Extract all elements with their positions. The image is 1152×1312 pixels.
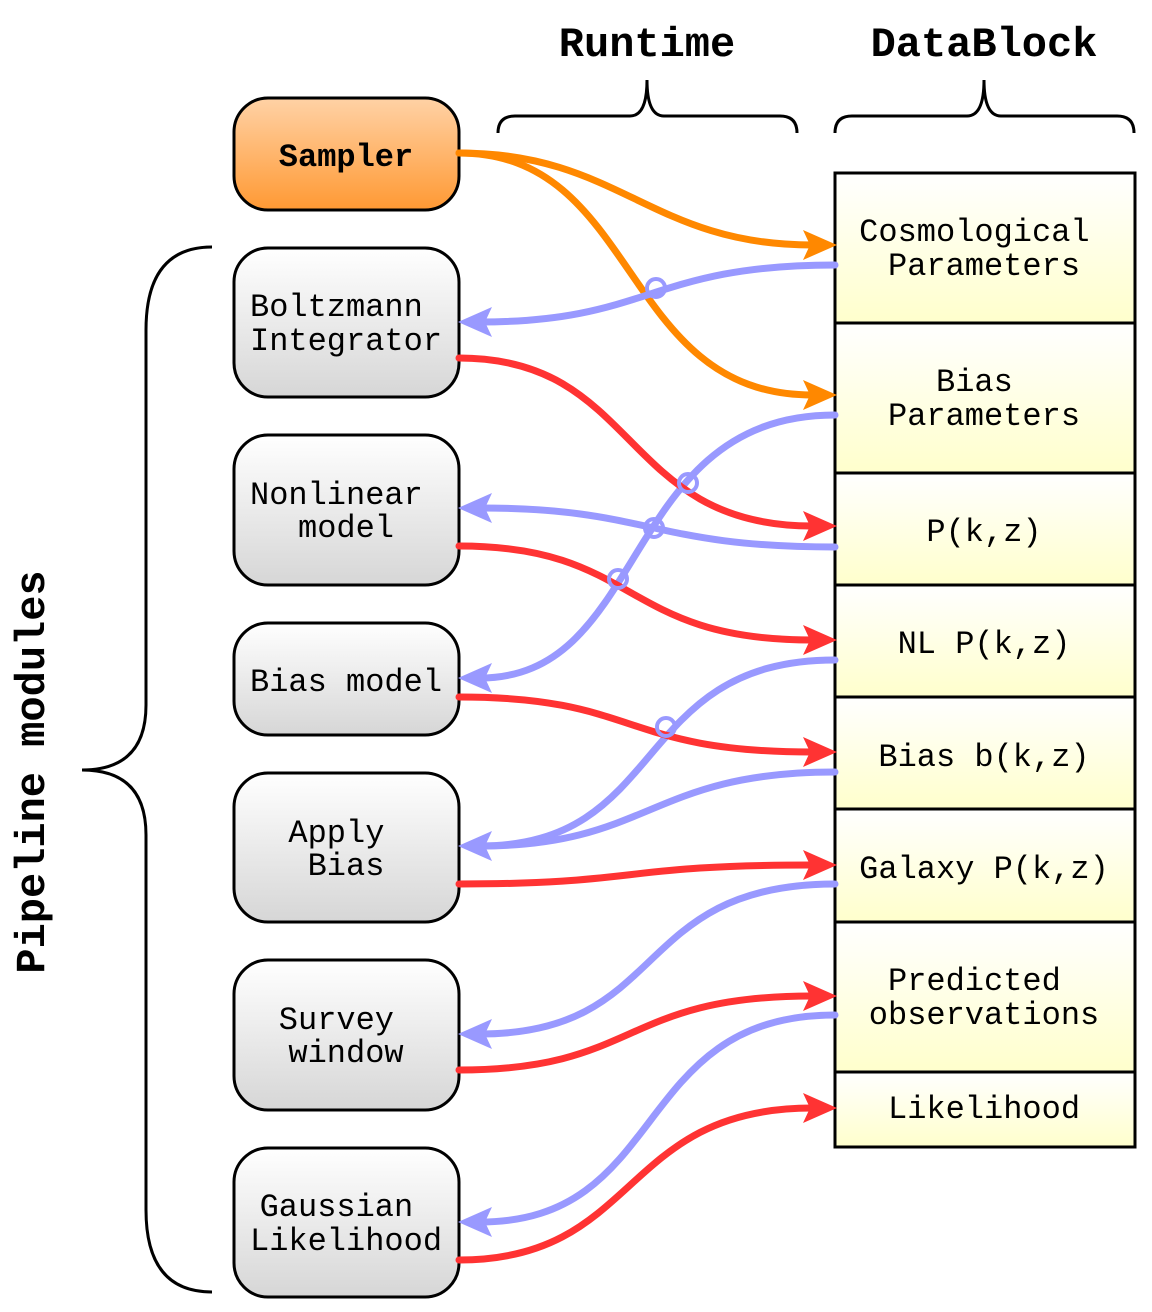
pipeline-modules-label: Pipeline modules	[9, 570, 57, 973]
arrowhead-apply-bias-in	[458, 831, 492, 861]
svg-text:Bias b(k,z): Bias b(k,z)	[878, 739, 1089, 776]
bias-model-to-bias-bkz-arrow	[455, 693, 816, 756]
crossing-hop	[643, 517, 665, 539]
apply-bias-label-line2: Bias	[308, 848, 385, 885]
svg-text:P(k,z): P(k,z)	[926, 514, 1041, 551]
arrowhead-boltzmann-in	[458, 307, 492, 337]
svg-text:Likelihood: Likelihood	[888, 1091, 1080, 1128]
arrowhead-bias-params-in	[803, 380, 837, 410]
datablock-header: DataBlock	[871, 21, 1098, 69]
pk-label: P(k,z)	[926, 514, 1041, 551]
bias-params-label-line2: Parameters	[888, 398, 1080, 435]
crossing-hop	[655, 716, 677, 738]
arrowhead-pk-in	[803, 511, 837, 541]
gaussian-label-line2: Likelihood	[250, 1223, 442, 1260]
arrowhead-gaussian-in	[458, 1207, 492, 1237]
sampler-to-cosmo-arrow	[455, 149, 816, 249]
svg-text:Galaxy P(k,z): Galaxy P(k,z)	[859, 851, 1109, 888]
gaussian-likelihood-box	[232, 1146, 461, 1299]
bias-bkz-to-apply-bias-arrow	[476, 768, 839, 850]
arrowhead-galaxy-pk-in	[803, 850, 837, 880]
survey-window-box	[232, 958, 461, 1112]
svg-text:Gaussian Likelihood: Gaussian Likelihood	[250, 1189, 442, 1260]
predicted-to-gaussian-arrow	[476, 1011, 839, 1226]
bias-model-label: Bias model	[250, 664, 442, 701]
svg-text:Survey window: Survey window	[279, 1002, 413, 1072]
runtime-brace	[496, 79, 799, 134]
boltzmann-box	[232, 246, 461, 399]
runtime-header: Runtime	[559, 21, 735, 69]
cosmo-label-line2: Parameters	[888, 248, 1080, 285]
survey-window-label-line1: Survey	[279, 1002, 394, 1039]
boltzmann-to-pk-arrow	[455, 354, 816, 530]
svg-text:Cosmological Parameters: Cosmological Parameters	[859, 214, 1109, 285]
bias-model-box	[232, 621, 461, 737]
datablock-galaxy-pk-cell	[833, 807, 1137, 924]
apply-bias-label-line1: Apply	[288, 815, 384, 852]
sampler-label: Sampler	[279, 139, 413, 176]
arrowhead-nl-pk-in	[803, 625, 837, 655]
datablock-nl-pk-cell	[833, 583, 1137, 699]
svg-text:Predicted observations: Predicted observations	[869, 963, 1099, 1034]
datablock-likelihood-cell	[833, 1070, 1137, 1149]
cosmo-to-boltzmann-arrow	[476, 261, 839, 326]
likelihood-label: Likelihood	[888, 1091, 1080, 1128]
crossing-hop	[645, 277, 667, 299]
arrowhead-bias-bkz-in	[803, 737, 837, 767]
datablock-brace	[833, 79, 1136, 134]
arrowhead-predicted-in	[803, 981, 837, 1011]
apply-bias-box	[232, 771, 461, 924]
svg-text:Apply Bias: Apply Bias	[288, 815, 403, 885]
svg-text:Bias model: Bias model	[250, 664, 442, 701]
arrowhead-cosmo-in	[803, 230, 837, 260]
datablock-predicted-cell	[833, 920, 1137, 1074]
apply-bias-to-galaxy-pk-arrow	[455, 861, 816, 888]
nl-pk-to-apply-bias-arrow	[476, 656, 839, 850]
nonlinear-label-line1: Nonlinear	[250, 477, 423, 514]
nl-pk-label: NL P(k,z)	[898, 626, 1071, 663]
survey-window-to-predicted-arrow	[455, 992, 816, 1074]
arrowhead-survey-window-in	[458, 1019, 492, 1049]
nonlinear-to-nl-pk-arrow	[455, 542, 816, 644]
datablock-bias-bkz-cell	[833, 695, 1137, 811]
predicted-label-line2: observations	[869, 997, 1099, 1034]
nonlinear-label-line2: model	[298, 510, 394, 547]
nonlinear-box	[232, 433, 461, 587]
gaussian-label-line1: Gaussian	[260, 1189, 414, 1226]
crossing-hop	[607, 568, 629, 590]
datablock-cosmo-cell	[833, 171, 1137, 325]
galaxy-pk-label: Galaxy P(k,z)	[859, 851, 1109, 888]
arrowhead-nonlinear-in	[458, 493, 492, 523]
pipeline-brace	[81, 245, 213, 1294]
galaxy-pk-to-survey-window-arrow	[476, 880, 839, 1038]
sampler-to-bias-params-arrow	[455, 149, 816, 399]
survey-window-label-line2: window	[288, 1035, 403, 1072]
arrowhead-bias-model-in	[458, 663, 492, 693]
arrowhead-likelihood-in	[803, 1093, 837, 1123]
svg-text:Boltzmann Integrator: Boltzmann Integrator	[250, 289, 442, 360]
cosmo-label-line1: Cosmological	[859, 214, 1089, 251]
gaussian-to-likelihood-arrow	[455, 1104, 816, 1264]
bias-params-label-line1: Bias	[936, 364, 1013, 401]
crossing-hop	[677, 472, 699, 494]
predicted-label-line1: Predicted	[888, 963, 1061, 1000]
svg-text:Nonlinear model: Nonlinear model	[250, 477, 442, 547]
svg-text:Bias Parameters: Bias Parameters	[888, 364, 1080, 435]
bias-params-to-bias-model-arrow	[476, 411, 839, 682]
datablock-bias-params-cell	[833, 321, 1137, 475]
svg-text:NL P(k,z): NL P(k,z)	[898, 626, 1071, 663]
pk-to-nonlinear-arrow	[476, 504, 839, 551]
bias-bkz-label: Bias b(k,z)	[878, 739, 1089, 776]
svg-text:Sampler: Sampler	[279, 139, 413, 176]
boltzmann-label-line1: Boltzmann	[250, 289, 423, 326]
boltzmann-label-line2: Integrator	[250, 323, 442, 360]
